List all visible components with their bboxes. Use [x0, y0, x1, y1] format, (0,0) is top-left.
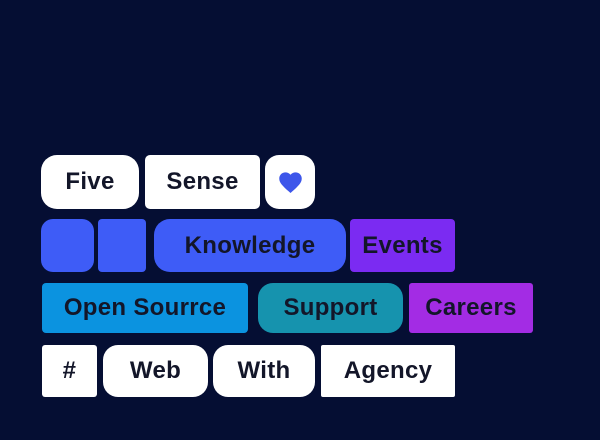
tag-agency: Agency [321, 345, 455, 397]
tag-row-1: Five Sense [41, 155, 315, 209]
blank-tile-2 [98, 219, 146, 272]
tag-web: Web [103, 345, 208, 397]
blank-tile-1 [41, 219, 94, 272]
tag-row-4: # Web With Agency [42, 345, 455, 397]
tag-events[interactable]: Events [350, 219, 455, 272]
tag-sense: Sense [145, 155, 260, 209]
tag-five: Five [41, 155, 139, 209]
heart-button[interactable] [265, 155, 315, 209]
tag-knowledge[interactable]: Knowledge [154, 219, 346, 272]
tag-open-source[interactable]: Open Sourrce [42, 283, 248, 333]
tag-with: With [213, 345, 315, 397]
tag-hash: # [42, 345, 97, 397]
heart-icon [277, 169, 304, 196]
tag-careers[interactable]: Careers [409, 283, 533, 333]
tag-support[interactable]: Support [258, 283, 403, 333]
tag-row-2: Knowledge Events [41, 219, 455, 272]
tag-row-3: Open Sourrce Support Careers [42, 283, 533, 333]
